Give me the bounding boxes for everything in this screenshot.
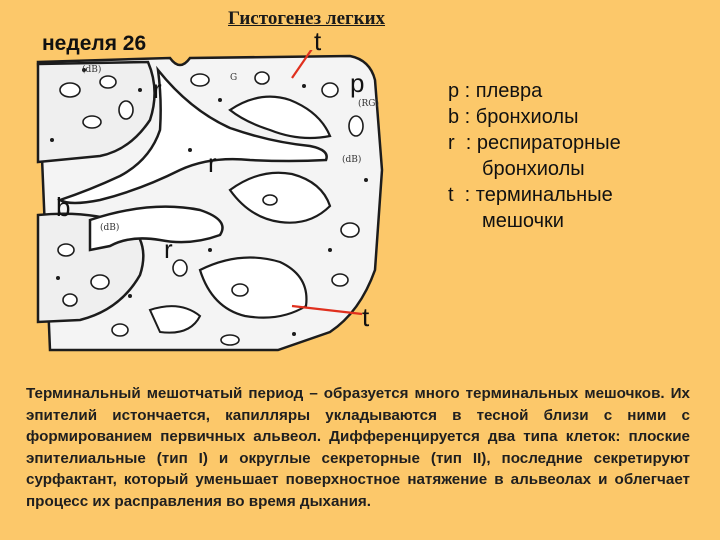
saccule-right-mid [228, 171, 332, 224]
saccule-bottom [148, 305, 202, 334]
histology-drawing: (dB) G (RG) (dB) (dB) [36, 45, 384, 352]
svg-text:(dB): (dB) [342, 154, 361, 165]
svg-text:G: G [230, 73, 237, 83]
nuclei [50, 68, 368, 336]
label-r3: r [164, 234, 173, 264]
page-title: Гистогенез легких [228, 8, 386, 29]
label-t-bottom: t [362, 302, 370, 332]
description-paragraph: Терминальный мешотчатый период – образуе… [26, 385, 690, 510]
svg-text:(dB): (dB) [82, 64, 101, 75]
saccule-right-lower [198, 256, 308, 319]
svg-text:(dB): (dB) [100, 222, 119, 233]
handwritten-notes: (dB) G (RG) (dB) (dB) [82, 64, 379, 233]
label-r1: r [153, 74, 162, 104]
label-t-top: t [314, 26, 322, 56]
legend-item-p: p : плевра [448, 80, 543, 102]
pointer-t-bottom [291, 304, 363, 316]
legend-item-t: t : терминальные [448, 184, 613, 206]
label-p: p [350, 68, 365, 98]
label-b: b [56, 192, 71, 222]
week-label: неделя 26 [42, 32, 147, 55]
pointer-t-top [291, 45, 315, 79]
legend: p : плевра b : бронхиолы r : респираторн… [448, 78, 621, 234]
cell-cluster [57, 71, 364, 346]
lung-histology-figure: (dB) G (RG) (dB) (dB) p t t b r r r [30, 28, 400, 380]
svg-text:(RG): (RG) [358, 98, 379, 109]
central-lumen [57, 65, 328, 205]
label-r2: r [208, 148, 217, 178]
saccule-right-upper [228, 95, 332, 140]
legend-item-r-cont: бронхиолы [482, 158, 585, 180]
legend-item-t-cont: мешочки [482, 210, 564, 232]
lower-duct [88, 205, 224, 252]
legend-item-r: r : респираторные [448, 132, 621, 154]
legend-item-b: b : бронхиолы [448, 106, 579, 128]
